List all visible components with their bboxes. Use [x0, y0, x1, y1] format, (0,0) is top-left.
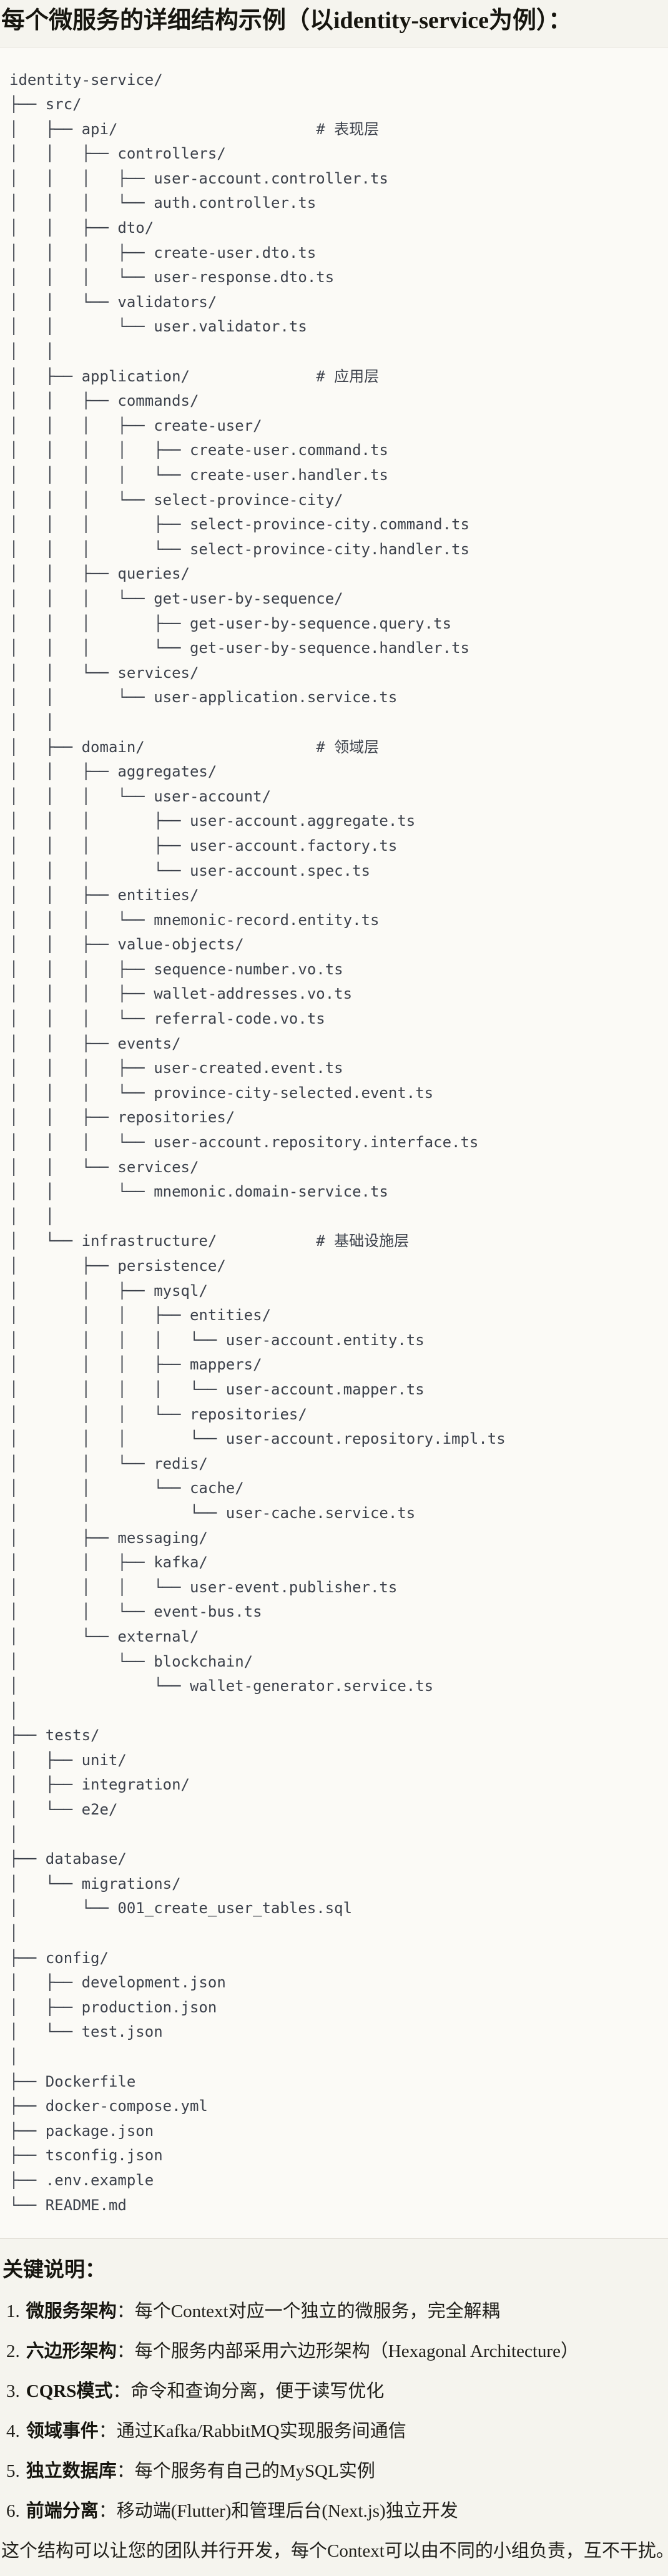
closing-paragraph: 这个结构可以让您的团队并行开发，每个Context可以由不同的小组负责，互不干扰… — [1, 2541, 668, 2562]
note-item-frontend-split: 6. 前端分离：移动端(Flutter)和管理后台(Next.js)独立开发 — [6, 2501, 668, 2521]
note-text: ：通过Kafka/RabbitMQ实现服务间通信 — [98, 2421, 406, 2442]
note-term: 微服务架构 — [26, 2301, 117, 2322]
note-text: ：每个Context对应一个独立的微服务，完全解耦 — [116, 2301, 500, 2322]
note-text: ：每个服务有自己的MySQL实例 — [116, 2461, 375, 2482]
note-text: ：移动端(Flutter)和管理后台(Next.js)独立开发 — [98, 2501, 458, 2522]
note-term: 领域事件 — [26, 2421, 99, 2442]
note-item-domain-events: 4. 领域事件：通过Kafka/RabbitMQ实现服务间通信 — [6, 2421, 668, 2441]
note-number: 4. — [6, 2421, 20, 2442]
note-number: 6. — [6, 2501, 20, 2522]
note-term: 六边形架构 — [26, 2341, 117, 2362]
note-number: 3. — [6, 2381, 20, 2402]
note-term: CQRS模式 — [26, 2381, 113, 2402]
note-number: 5. — [6, 2461, 20, 2482]
note-number: 2. — [6, 2341, 20, 2362]
notes-heading: 关键说明： — [2, 2259, 106, 2282]
note-text: ：每个服务内部采用六边形架构（Hexagonal Architecture） — [116, 2341, 579, 2362]
note-item-independent-db: 5. 独立数据库：每个服务有自己的MySQL实例 — [6, 2461, 668, 2481]
note-item-microservices: 1. 微服务架构：每个Context对应一个独立的微服务，完全解耦 — [6, 2301, 668, 2321]
note-item-hexagonal: 2. 六边形架构：每个服务内部采用六边形架构（Hexagonal Architec… — [6, 2341, 668, 2361]
notes-list: 1. 微服务架构：每个Context对应一个独立的微服务，完全解耦 2. 六边形架构… — [0, 2301, 668, 2521]
page-title: 每个微服务的详细结构示例（以identity-service为例）： — [1, 7, 572, 34]
directory-tree-code-block: identity-service/ ├── src/ │ ├── api/ # … — [0, 46, 668, 2240]
note-number: 1. — [6, 2301, 20, 2322]
note-text: ：命令和查询分离，便于读写优化 — [112, 2381, 385, 2402]
note-term: 独立数据库 — [26, 2461, 117, 2482]
note-term: 前端分离 — [26, 2501, 99, 2522]
note-item-cqrs: 3. CQRS模式：命令和查询分离，便于读写优化 — [6, 2381, 668, 2401]
